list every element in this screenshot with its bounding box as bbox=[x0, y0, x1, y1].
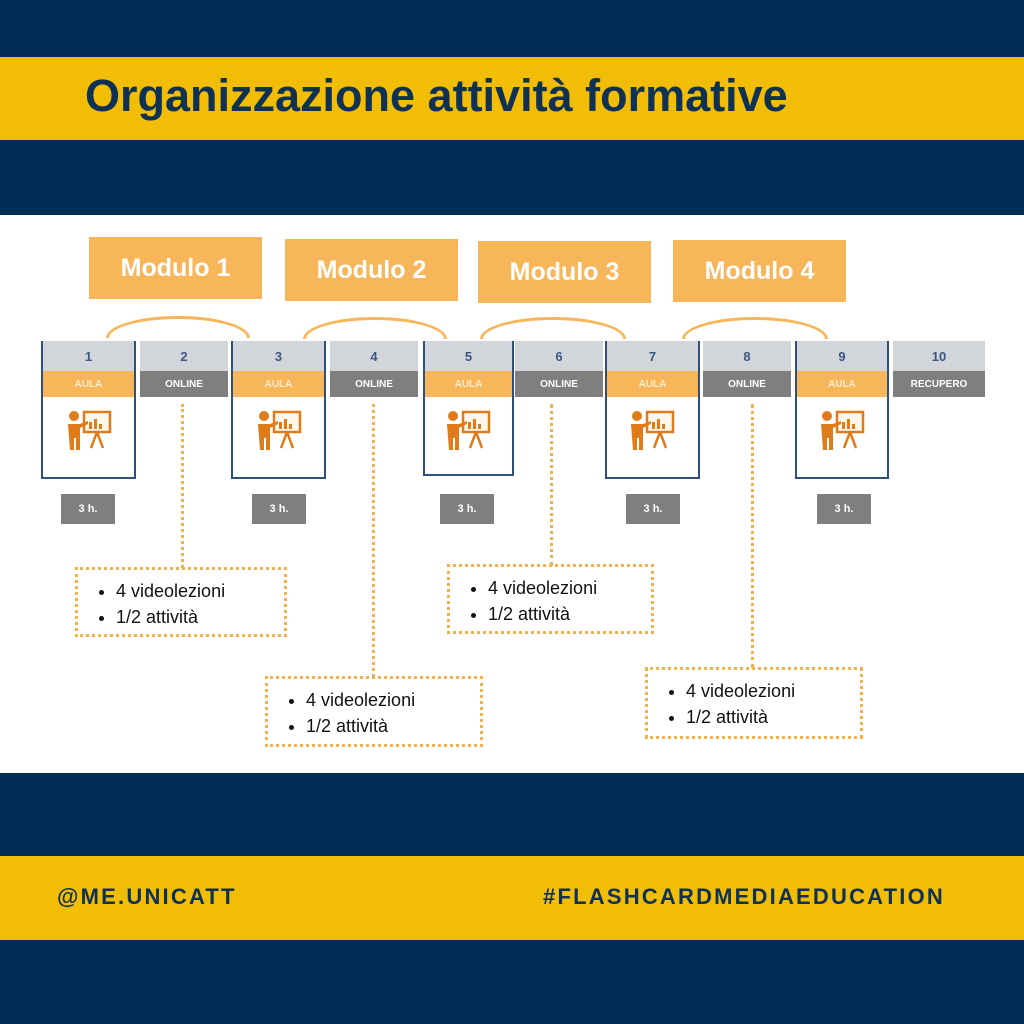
session-number: 5 bbox=[425, 341, 512, 371]
session-4: 4 ONLINE bbox=[330, 341, 418, 397]
hours-badge: 3 h. bbox=[440, 494, 494, 524]
presenter-icon bbox=[64, 404, 120, 460]
hours-badge: 3 h. bbox=[252, 494, 306, 524]
note-item: 4 videolezioni bbox=[116, 578, 284, 604]
session-type: ONLINE bbox=[515, 371, 603, 397]
module-1-bracket bbox=[106, 316, 250, 338]
session-number: 3 bbox=[233, 341, 324, 371]
session-number: 8 bbox=[703, 341, 791, 371]
online-activity-note: 4 videolezioni 1/2 attività bbox=[645, 667, 863, 739]
session-type: AULA bbox=[43, 371, 134, 397]
session-number: 4 bbox=[330, 341, 418, 371]
footer-hashtag: #FLASHCARDMEDIAEDUCATION bbox=[543, 884, 945, 909]
session-type: AULA bbox=[607, 371, 698, 397]
module-3-label: Modulo 3 bbox=[478, 241, 651, 303]
session-number: 9 bbox=[797, 341, 887, 371]
hours-badge: 3 h. bbox=[626, 494, 680, 524]
page-title: Organizzazione attività formative bbox=[85, 70, 788, 121]
session-3: 3 AULA bbox=[233, 341, 324, 397]
connector-line bbox=[372, 404, 375, 677]
session-type: ONLINE bbox=[703, 371, 791, 397]
presenter-icon bbox=[817, 404, 873, 460]
hours-badge: 3 h. bbox=[61, 494, 115, 524]
online-activity-note: 4 videolezioni 1/2 attività bbox=[75, 567, 287, 637]
note-item: 4 videolezioni bbox=[306, 687, 480, 713]
note-item: 4 videolezioni bbox=[686, 678, 860, 704]
session-type: AULA bbox=[425, 371, 512, 397]
module-1-label: Modulo 1 bbox=[89, 237, 262, 299]
online-activity-note: 4 videolezioni 1/2 attività bbox=[447, 564, 654, 634]
session-type: AULA bbox=[797, 371, 887, 397]
session-10: 10 RECUPERO bbox=[893, 341, 985, 397]
session-8: 8 ONLINE bbox=[703, 341, 791, 397]
online-activity-note: 4 videolezioni 1/2 attività bbox=[265, 676, 483, 747]
module-2-bracket bbox=[303, 317, 447, 339]
session-number: 10 bbox=[893, 341, 985, 371]
presenter-icon bbox=[443, 404, 499, 460]
session-type: RECUPERO bbox=[893, 371, 985, 397]
note-item: 1/2 attività bbox=[116, 604, 284, 630]
session-7: 7 AULA bbox=[607, 341, 698, 397]
session-number: 6 bbox=[515, 341, 603, 371]
session-1: 1 AULA bbox=[43, 341, 134, 397]
session-type: AULA bbox=[233, 371, 324, 397]
session-number: 2 bbox=[140, 341, 228, 371]
module-3-bracket bbox=[480, 317, 626, 339]
session-number: 1 bbox=[43, 341, 134, 371]
session-9: 9 AULA bbox=[797, 341, 887, 397]
session-2: 2 ONLINE bbox=[140, 341, 228, 397]
connector-line bbox=[550, 404, 553, 566]
session-type: ONLINE bbox=[330, 371, 418, 397]
note-item: 1/2 attività bbox=[686, 704, 860, 730]
footer-band bbox=[0, 856, 1024, 940]
note-item: 1/2 attività bbox=[488, 601, 651, 627]
module-2-label: Modulo 2 bbox=[285, 239, 458, 301]
module-4-label: Modulo 4 bbox=[673, 240, 846, 302]
connector-line bbox=[181, 404, 184, 568]
connector-line bbox=[751, 404, 754, 668]
hours-badge: 3 h. bbox=[817, 494, 871, 524]
footer-handle: @ME.UNICATT bbox=[57, 884, 237, 909]
session-number: 7 bbox=[607, 341, 698, 371]
module-4-bracket bbox=[682, 317, 828, 339]
presenter-icon bbox=[254, 404, 310, 460]
note-item: 4 videolezioni bbox=[488, 575, 651, 601]
session-6: 6 ONLINE bbox=[515, 341, 603, 397]
note-item: 1/2 attività bbox=[306, 713, 480, 739]
presenter-icon bbox=[627, 404, 683, 460]
session-5: 5 AULA bbox=[425, 341, 512, 397]
session-type: ONLINE bbox=[140, 371, 228, 397]
title-band bbox=[0, 57, 1024, 140]
